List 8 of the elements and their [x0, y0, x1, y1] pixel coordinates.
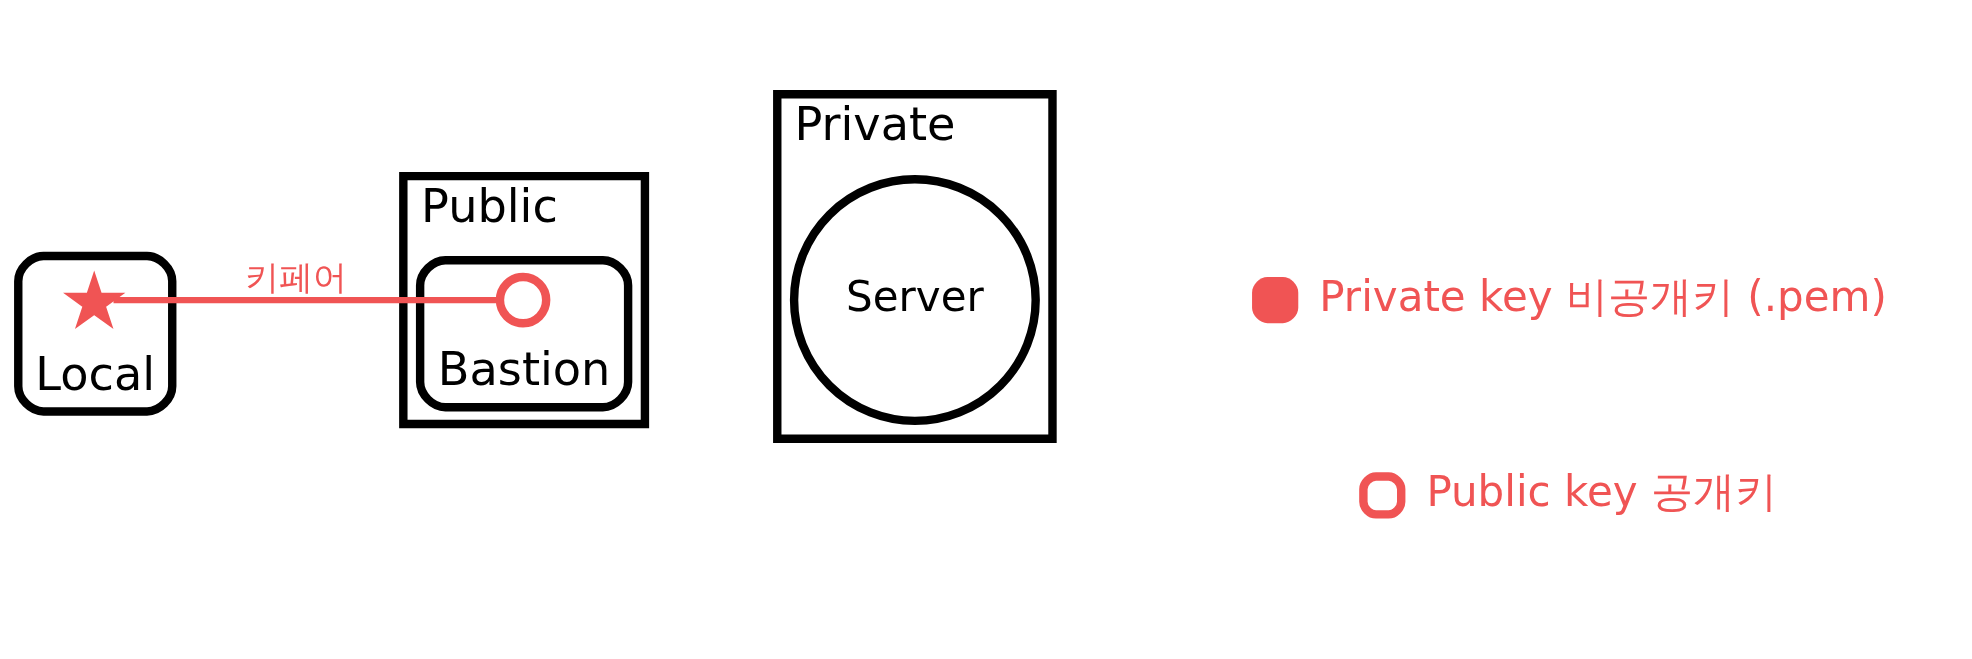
- edge-label: 키페어: [245, 258, 348, 298]
- node-asterisk: [63, 270, 126, 330]
- legend-label: Private key 비공개키 (.pem): [1319, 271, 1887, 321]
- cluster: Bastion: [415, 255, 633, 412]
- node-circle: [495, 272, 551, 328]
- legend-label: Public key 공개키: [1426, 466, 1777, 516]
- cluster: Local: [14, 251, 177, 416]
- node-circle: Server: [789, 175, 1040, 426]
